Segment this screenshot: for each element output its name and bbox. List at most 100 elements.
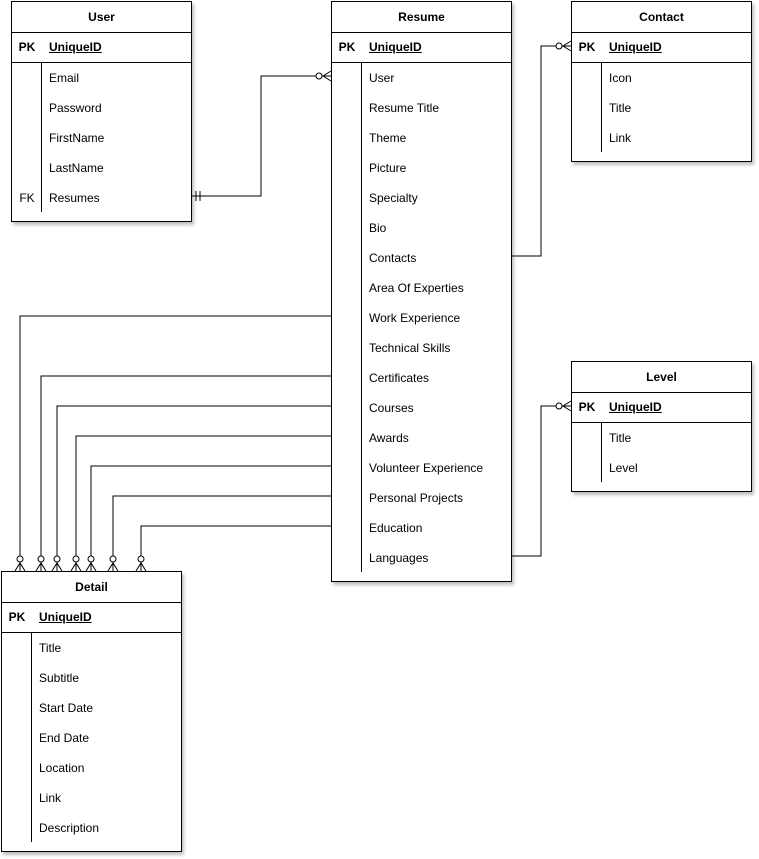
field-row: Description: [2, 813, 181, 843]
field-row: Work Experience: [332, 303, 511, 333]
key-label: [12, 153, 42, 183]
key-label: [2, 723, 32, 753]
resume-level-connector: [512, 405, 571, 557]
field-row: Resume Title: [332, 93, 511, 123]
key-label: [332, 363, 362, 393]
field-name: User: [369, 71, 395, 85]
field-name: Start Date: [39, 701, 94, 715]
key-label: [572, 123, 602, 153]
crows-foot: [135, 562, 147, 572]
resume-detail-connector: [112, 495, 331, 571]
entity-title: Resume: [332, 2, 511, 33]
field-row: End Date: [2, 723, 181, 753]
primary-key-row: PK UniqueID: [572, 393, 751, 423]
field-name: Title: [39, 641, 62, 655]
field-row: Icon: [572, 63, 751, 93]
crows-foot: [322, 70, 332, 82]
pk-field-name: UniqueID: [609, 40, 662, 54]
primary-key-row: PK UniqueID: [332, 33, 511, 63]
key-label: [2, 693, 32, 723]
key-label: [332, 303, 362, 333]
field-row: Specialty: [332, 183, 511, 213]
field-row: Volunteer Experience: [332, 453, 511, 483]
key-label: [332, 513, 362, 543]
pk-field-name: UniqueID: [369, 40, 422, 54]
field-name: Level: [609, 461, 638, 475]
field-name: Title: [609, 101, 632, 115]
field-row: Technical Skills: [332, 333, 511, 363]
field-row: Awards: [332, 423, 511, 453]
key-label: [332, 63, 362, 93]
field-name: LastName: [49, 161, 104, 175]
key-label: [2, 663, 32, 693]
zero-circle: [16, 555, 24, 563]
field-row: Title: [572, 423, 751, 453]
field-row: Level: [572, 453, 751, 483]
field-row: Link: [2, 783, 181, 813]
field-name: Area Of Experties: [369, 281, 464, 295]
key-label: [332, 543, 362, 573]
resume-detail-connector: [56, 405, 331, 571]
crows-foot: [562, 400, 572, 412]
key-label: [2, 753, 32, 783]
field-name: Resumes: [49, 191, 100, 205]
crows-foot: [14, 562, 26, 572]
key-label: [332, 243, 362, 273]
field-name: Education: [369, 521, 423, 535]
crows-foot: [51, 562, 63, 572]
key-column-divider: [41, 62, 42, 212]
field-row: LastName: [12, 153, 191, 183]
primary-key-row: PK UniqueID: [2, 603, 181, 633]
key-label: [12, 123, 42, 153]
field-row: Subtitle: [2, 663, 181, 693]
key-label: [332, 423, 362, 453]
pk-label: PK: [578, 400, 596, 414]
field-row: Contacts: [332, 243, 511, 273]
field-row: Languages: [332, 543, 511, 573]
key-label: [572, 63, 602, 93]
key-label: [332, 153, 362, 183]
key-label: [332, 123, 362, 153]
field-row: Title: [2, 633, 181, 663]
field-name: Contacts: [369, 251, 417, 265]
pk-field-name: UniqueID: [49, 40, 102, 54]
field-name: Resume Title: [369, 101, 440, 115]
zero-circle: [137, 555, 145, 563]
key-column-divider: [601, 62, 602, 152]
field-name: Link: [39, 791, 62, 805]
key-label: [332, 213, 362, 243]
crows-foot: [70, 562, 82, 572]
user-resume-connector: [192, 75, 331, 197]
entity-title: User: [12, 2, 191, 33]
crows-foot: [107, 562, 119, 572]
key-column-divider: [601, 422, 602, 482]
key-label: [332, 183, 362, 213]
primary-key-row: PK UniqueID: [12, 33, 191, 63]
field-name: Link: [609, 131, 632, 145]
entity-title: Contact: [572, 2, 751, 33]
key-label: [12, 63, 42, 93]
field-name: Password: [49, 101, 102, 115]
key-label: [332, 273, 362, 303]
field-name: Email: [49, 71, 80, 85]
field-name: Subtitle: [39, 671, 80, 685]
field-row: Personal Projects: [332, 483, 511, 513]
field-row: Bio: [332, 213, 511, 243]
crows-foot: [562, 40, 572, 52]
field-row: Start Date: [2, 693, 181, 723]
field-name: End Date: [39, 731, 90, 745]
zero-circle: [555, 402, 563, 410]
field-name: FirstName: [49, 131, 105, 145]
field-row: Education: [332, 513, 511, 543]
resume-detail-connector: [90, 465, 331, 571]
key-label: [572, 423, 602, 453]
